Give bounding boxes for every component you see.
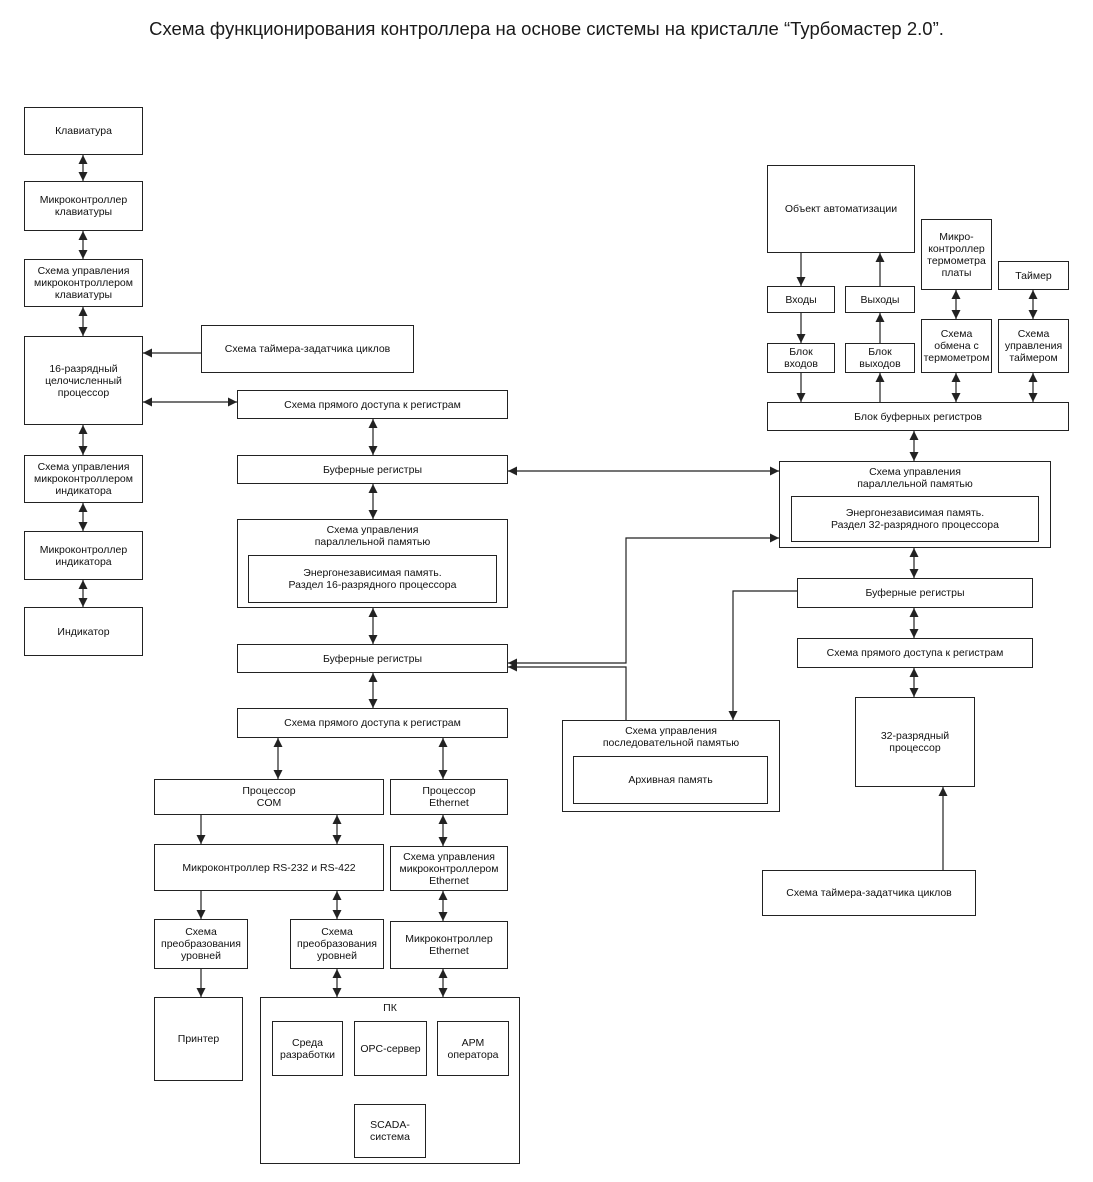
- archive-memory-box: Архивная память: [573, 756, 768, 804]
- timer32-box: Схема таймера-задатчика циклов: [762, 870, 976, 916]
- buffer2-box: Буферные регистры: [237, 644, 508, 673]
- indicator-box: Индикатор: [24, 607, 143, 656]
- serial-memory-control-label: Схема управления последовательной память…: [602, 725, 740, 749]
- dma2-box: Схема прямого доступа к регистрам: [237, 708, 508, 738]
- rs-mcu-box: Микроконтроллер RS-232 и RS-422: [154, 844, 384, 891]
- nvm16-box: Энергонезависимая память. Раздел 16-разр…: [248, 555, 497, 603]
- ethernet-mcu-box: Микроконтроллер Ethernet: [390, 921, 508, 969]
- level-converter-1-box: Схема преобразования уровней: [154, 919, 248, 969]
- cpu32-box: 32-разрядный процессор: [855, 697, 975, 787]
- cpu16-box: 16-разрядный целочисленный процессор: [24, 336, 143, 425]
- pc-label: ПК: [383, 1002, 397, 1014]
- indicator-mcu-control-box: Схема управления микроконтроллером индик…: [24, 455, 143, 503]
- dma1-box: Схема прямого доступа к регистрам: [237, 390, 508, 419]
- inputs-box: Входы: [767, 286, 835, 313]
- nvm32-box: Энергонезависимая память. Раздел 32-разр…: [791, 496, 1039, 542]
- keyboard-mcu-control-box: Схема управления микроконтроллером клави…: [24, 259, 143, 307]
- com-processor-box: Процессор COM: [154, 779, 384, 815]
- outputs-box: Выходы: [845, 286, 915, 313]
- keyboard-box: Клавиатура: [24, 107, 143, 155]
- edge-smem-buf2: [508, 662, 627, 720]
- opc-server-box: OPC-сервер: [354, 1021, 427, 1076]
- operator-workstation-box: АРМ оператора: [437, 1021, 509, 1076]
- edge-rbuf-smem: [728, 590, 797, 720]
- buffer-block-box: Блок буферных регистров: [767, 402, 1069, 431]
- right-parallel-memory-control-label: Схема управления параллельной памятью: [857, 466, 973, 490]
- input-block-box: Блок входов: [767, 343, 835, 373]
- timer-box: Таймер: [998, 261, 1069, 290]
- indicator-mcu-box: Микроконтроллер индикатора: [24, 531, 143, 580]
- output-block-box: Блок выходов: [845, 343, 915, 373]
- right-buffer-box: Буферные регистры: [797, 578, 1033, 608]
- right-dma-box: Схема прямого доступа к регистрам: [797, 638, 1033, 668]
- ide-box: Среда разработки: [272, 1021, 343, 1076]
- keyboard-mcu-box: Микроконтроллер клавиатуры: [24, 181, 143, 231]
- ethernet-processor-box: Процессор Ethernet: [390, 779, 508, 815]
- edge-buf2-rpmem: [508, 533, 779, 668]
- thermometer-exchange-box: Схема обмена с термометром: [921, 319, 992, 373]
- scada-box: SCADA- система: [354, 1104, 426, 1158]
- parallel-memory-control-label: Схема управления параллельной памятью: [314, 524, 431, 548]
- ethernet-mcu-control-box: Схема управления микроконтроллером Ether…: [390, 846, 508, 891]
- automation-object-box: Объект автоматизации: [767, 165, 915, 253]
- level-converter-2-box: Схема преобразования уровней: [290, 919, 384, 969]
- timer16-box: Схема таймера-задатчика циклов: [201, 325, 414, 373]
- thermometer-mcu-box: Микро- контроллер термометра платы: [921, 219, 992, 290]
- timer-control-box: Схема управления таймером: [998, 319, 1069, 373]
- buffer1-box: Буферные регистры: [237, 455, 508, 484]
- diagram-title: Схема функционирования контроллера на ос…: [149, 18, 944, 39]
- printer-box: Принтер: [154, 997, 243, 1081]
